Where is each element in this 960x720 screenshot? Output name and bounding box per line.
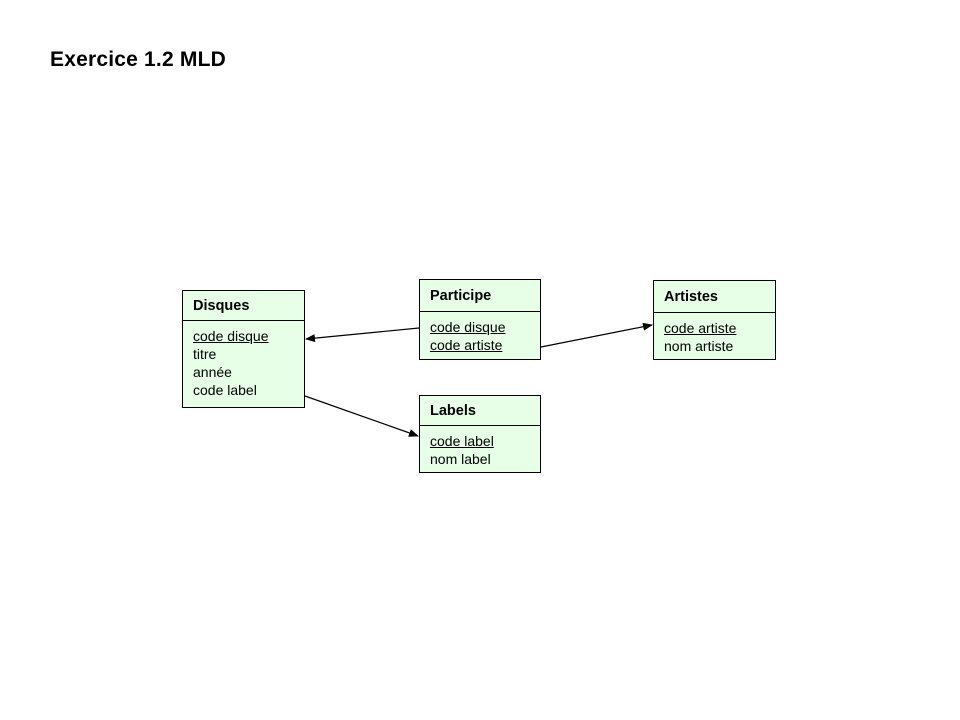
- link-participe-to-disques: [305, 327, 420, 343]
- attribute-list: code disque code artiste: [420, 312, 540, 354]
- attribute-list: code disque titre année code label: [183, 321, 304, 399]
- entity-participe[interactable]: Participe code disque code artiste: [419, 279, 541, 360]
- attribute: titre: [193, 346, 217, 362]
- attribute: nom label: [430, 451, 491, 467]
- entity-artistes[interactable]: Artistes code artiste nom artiste: [653, 280, 776, 360]
- attribute: code label: [193, 382, 257, 398]
- entity-name: Artistes: [654, 281, 775, 313]
- entity-labels[interactable]: Labels code label nom label: [419, 395, 541, 473]
- entity-disques[interactable]: Disques code disque titre année code lab…: [182, 290, 305, 408]
- page-title: Exercice 1.2 MLD: [50, 48, 226, 71]
- attribute: code label: [430, 433, 494, 449]
- entity-name: Participe: [420, 280, 540, 312]
- attribute: nom artiste: [664, 338, 734, 354]
- entity-name: Labels: [420, 396, 540, 426]
- attribute: code disque: [430, 319, 506, 335]
- entity-name: Disques: [183, 291, 304, 321]
- attribute-list: code label nom label: [420, 426, 540, 468]
- link-participe-to-artistes: [540, 322, 653, 348]
- attribute: année: [193, 364, 232, 380]
- attribute: code artiste: [664, 320, 737, 336]
- link-disques-to-labels: [304, 395, 419, 437]
- attribute: code artiste: [430, 337, 503, 353]
- attribute-list: code artiste nom artiste: [654, 313, 775, 355]
- attribute: code disque: [193, 328, 269, 344]
